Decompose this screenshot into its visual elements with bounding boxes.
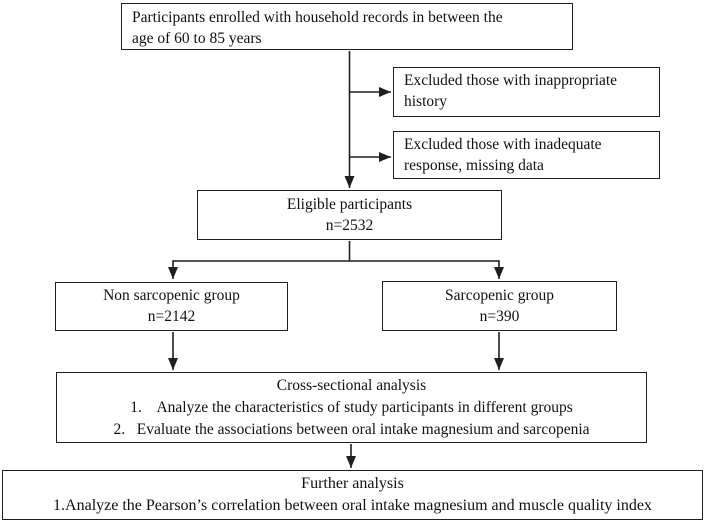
non-sarcopenic-group-box: Non sarcopenic group n=2142 <box>55 282 288 331</box>
enrollment-box: Participants enrolled with household rec… <box>121 3 573 50</box>
further-analysis-title: Further analysis <box>301 475 404 492</box>
cross-sectional-title: Cross-sectional analysis <box>276 377 427 394</box>
excluded-history-line-1: Excluded those with inappropriate <box>404 72 618 89</box>
enrollment-line-2: age of 60 to 85 years <box>132 30 262 47</box>
non-sarcopenic-count: n=2142 <box>147 308 196 325</box>
cross-sectional-analysis-box: Cross-sectional analysis 1. Analyze the … <box>56 372 647 443</box>
cross-sectional-item-2: 2. Evaluate the associations between ora… <box>113 421 590 438</box>
eligible-title: Eligible participants <box>286 196 413 213</box>
sarcopenic-group-box: Sarcopenic group n=390 <box>382 281 617 331</box>
enrollment-line-1: Participants enrolled with household rec… <box>132 9 503 26</box>
eligible-participants-box: Eligible participants n=2532 <box>197 190 502 240</box>
excluded-response-line-1: Excluded those with inadequate <box>404 136 602 153</box>
excluded-history-line-2: history <box>404 93 448 110</box>
excluded-response-box: Excluded those with inadequate response,… <box>393 131 660 179</box>
excluded-history-box: Excluded those with inappropriate histor… <box>393 67 660 117</box>
sarcopenic-count: n=390 <box>479 308 520 325</box>
excluded-response-line-2: response, missing data <box>404 157 544 174</box>
cross-sectional-item-1: 1. Analyze the characteristics of study … <box>130 399 573 416</box>
sarcopenic-title: Sarcopenic group <box>445 287 554 304</box>
non-sarcopenic-title: Non sarcopenic group <box>103 287 240 304</box>
eligible-count: n=2532 <box>325 217 374 234</box>
further-analysis-box: Further analysis 1.Analyze the Pearson’s… <box>2 470 703 520</box>
further-analysis-item-1: 1.Analyze the Pearson’s correlation betw… <box>53 497 652 514</box>
